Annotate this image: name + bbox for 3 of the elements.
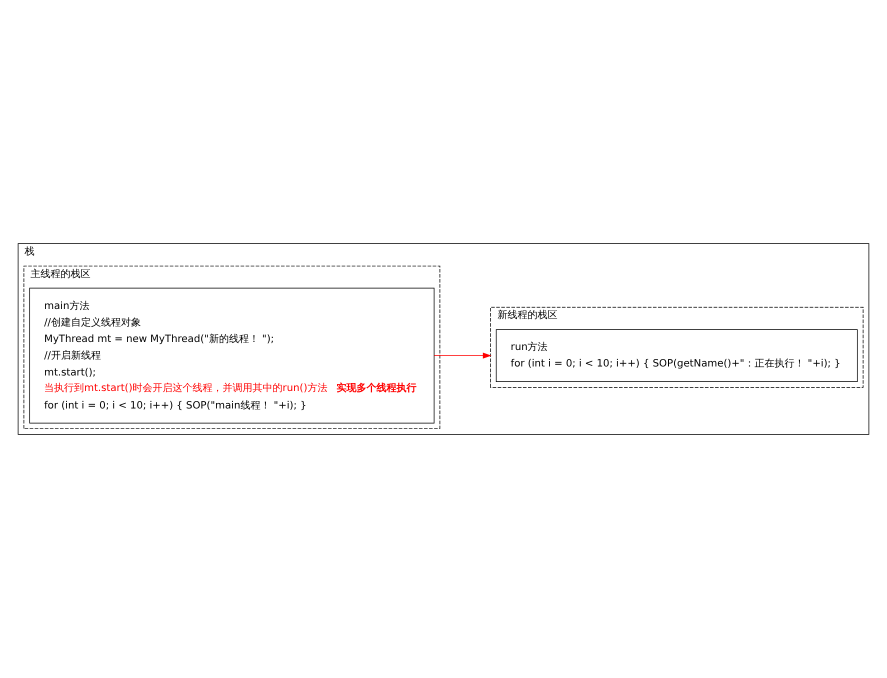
arrow [434,352,492,359]
node-box: run方法 for (int i = 0; i < 10; i++) { SOP(getName()+"：正在执行！ "+i); } [496,329,858,382]
node-box: main方法 //创建自定义线程对象 MyThread mt = new MyThread("新的线程！ "); //开启新线程 mt.start(); 当执行到mt.start()时会开启这个线程，并调用其中的run()方法 实现多个线程执行 for (int i = 0; i < 10; i++) { SOP("main线程！ "+i); } [29,288,434,424]
